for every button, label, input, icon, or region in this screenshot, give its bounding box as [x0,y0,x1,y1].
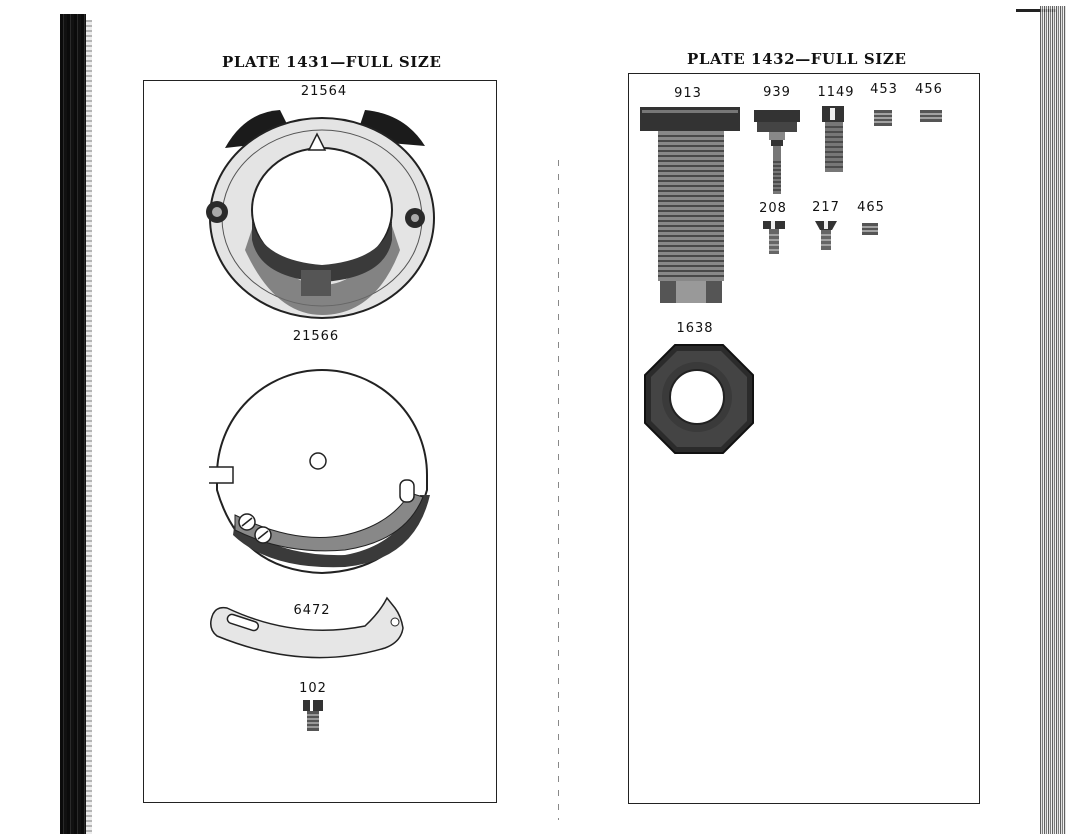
set-screw-part-465 [862,223,878,235]
part-label-939: 939 [763,85,791,100]
center-gutter [558,160,559,820]
book-binding-left [60,14,86,834]
hex-nut-part-1638 [644,344,754,454]
part-label-1638: 1638 [676,321,714,336]
bobbin-case-plate-part-21566 [209,369,430,575]
bobbin-case-part-21564 [206,110,435,319]
part-label-208: 208 [759,201,787,216]
part-label-21564: 21564 [300,84,348,99]
part-label-217: 217 [812,200,840,215]
part-label-913: 913 [674,86,702,101]
screw-part-217 [815,221,837,250]
left-plate-title: PLATE 1431—FULL SIZE [222,53,442,71]
page-edge-left [86,20,92,834]
page-corner-mark [1016,9,1056,12]
part-label-6472: 6472 [293,603,331,618]
part-label-102: 102 [299,681,327,696]
cap-screw-part-1149 [822,106,844,172]
part-label-456: 456 [915,82,943,97]
screw-part-208 [763,221,785,254]
screw-part-102 [303,700,323,731]
set-screw-part-453 [874,110,892,126]
part-label-21566: 21566 [292,329,340,344]
thumb-screw-part-939 [754,110,800,194]
part-label-453: 453 [870,82,898,97]
book-binding-right [1040,6,1066,834]
part-label-1149: 1149 [817,85,855,100]
set-screw-part-456 [920,110,942,122]
curved-lever-part-6472 [210,596,404,659]
right-plate-title: PLATE 1432—FULL SIZE [687,50,907,68]
part-label-465: 465 [857,200,885,215]
threaded-bolt-part-913 [640,107,740,303]
